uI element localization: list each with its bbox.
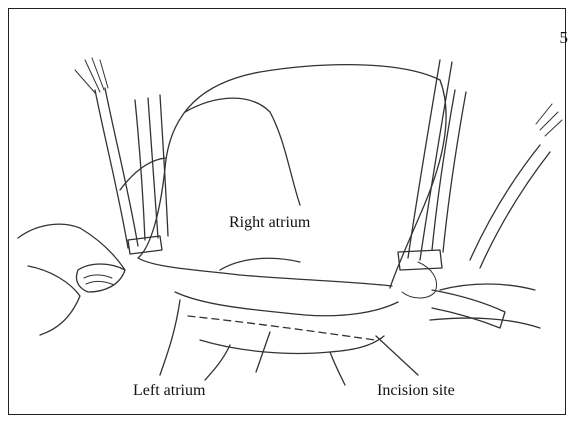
right-drain-tube	[432, 290, 505, 328]
right-atrium-label: Right atrium	[229, 214, 310, 232]
left-atrium-label: Left atrium	[133, 382, 205, 400]
incision-line	[188, 316, 375, 340]
pericardium-left-texture	[84, 275, 114, 285]
left-cannula-3	[160, 95, 168, 236]
right-atrium-ridge	[185, 98, 300, 205]
right-cannula-wires	[536, 104, 562, 136]
left-cannula-1	[95, 88, 138, 248]
incision-leader-line	[376, 336, 418, 375]
incision-site-label: Incision site	[377, 382, 455, 400]
left-cannula-wires	[75, 58, 108, 94]
pericardium-right	[440, 284, 535, 290]
right-atrium-inner-contour	[220, 258, 300, 270]
right-tissue-shading	[402, 262, 436, 298]
right-atrium-outline	[165, 65, 446, 288]
lower-vessels	[160, 300, 345, 385]
left-atrium-outline	[175, 292, 398, 316]
pericardium-left	[18, 224, 125, 270]
left-cannula-2	[135, 98, 158, 240]
right-cannula-3	[470, 145, 550, 268]
pericardium-left-lower	[28, 266, 80, 335]
figure-number: 5	[560, 28, 569, 48]
